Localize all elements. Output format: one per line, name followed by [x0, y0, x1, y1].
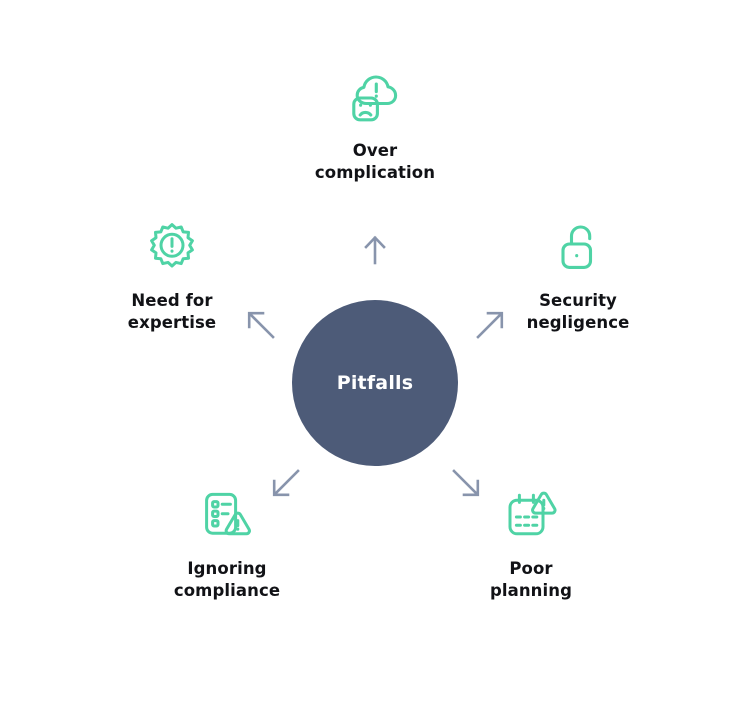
- node-security-negligence-label: Security negligence: [526, 291, 630, 332]
- center-hub: Pitfalls: [292, 300, 458, 466]
- node-over-complication-label: Over complication: [314, 141, 436, 182]
- node-ignoring-compliance: Ignoring compliance: [132, 488, 322, 602]
- arrow-down-right-icon: [449, 466, 483, 500]
- node-security-negligence: Security negligence: [483, 220, 673, 334]
- node-poor-planning-label: Poor planning: [489, 559, 573, 600]
- unlocked-padlock-icon: [550, 220, 606, 276]
- node-need-for-expertise-label: Need for expertise: [127, 291, 217, 332]
- arrow-down-left-icon: [269, 466, 303, 500]
- arrow-up-left-icon: [244, 308, 278, 342]
- cloud-warning-sad-face-icon: [347, 70, 403, 126]
- center-hub-label: Pitfalls: [336, 372, 414, 394]
- node-poor-planning: Poor planning: [436, 488, 626, 602]
- arrow-up-right-icon: [473, 308, 507, 342]
- calendar-warning-icon: [503, 488, 559, 544]
- node-ignoring-compliance-label: Ignoring compliance: [173, 559, 281, 600]
- arrow-up-icon: [358, 233, 392, 267]
- node-over-complication: Over complication: [280, 70, 470, 184]
- badge-exclamation-icon: [144, 220, 200, 276]
- node-need-for-expertise: Need for expertise: [77, 220, 267, 334]
- checklist-warning-icon: [199, 488, 255, 544]
